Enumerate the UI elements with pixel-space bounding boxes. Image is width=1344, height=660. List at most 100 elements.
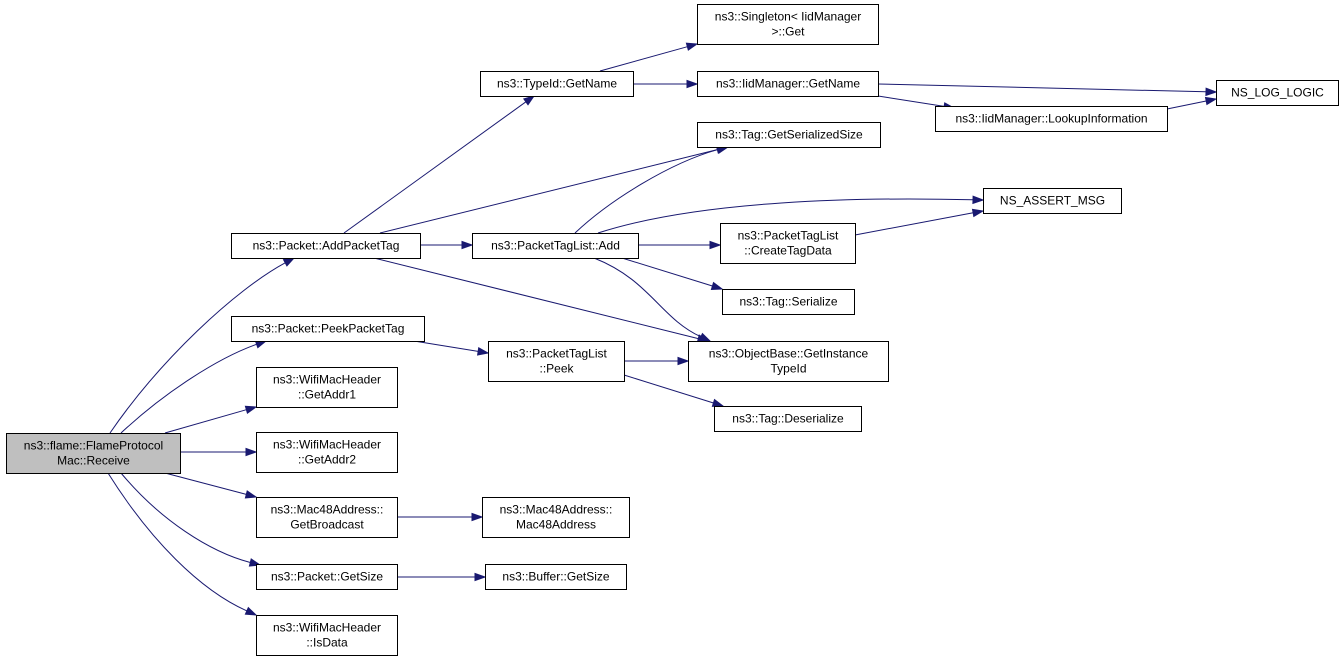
node-getAddr1[interactable]: ns3::WifiMacHeader::GetAddr1 [256,367,398,408]
node-tagGetSerializedSize[interactable]: ns3::Tag::GetSerializedSize [697,122,881,148]
node-tagDeserialize[interactable]: ns3::Tag::Deserialize [714,406,862,432]
edge-line [597,198,974,234]
node-label: ns3::Mac48Address:: [500,503,613,517]
node-box [485,564,627,590]
node-isData[interactable]: ns3::WifiMacHeader::IsData [256,615,398,656]
edge-line [593,257,702,338]
edge-arrowhead [244,405,258,415]
node-box [256,367,398,408]
node-packetGetSize[interactable]: ns3::Packet::GetSize [256,564,398,590]
node-box [231,316,425,342]
node-label: ns3::Singleton< IidManager [715,10,861,24]
node-label: NS_ASSERT_MSG [1000,194,1105,208]
node-label: ns3::TypeId::GetName [497,77,617,91]
node-box [697,71,879,97]
node-box [231,233,421,259]
node-label: ns3::Mac48Address:: [271,503,384,517]
edge-arrowhead [709,240,722,250]
node-label: ::Peek [539,362,574,376]
edge-line [373,257,699,340]
edge-arrowhead [245,447,258,457]
edge-arrowhead [471,512,484,522]
edge-line [574,149,718,234]
node-label: ns3::Tag::Deserialize [732,412,844,426]
node-label: ns3::Packet::GetSize [271,570,383,584]
node-box [720,223,856,264]
node-createTagData[interactable]: ns3::PacketTagList::CreateTagData [720,223,856,264]
node-getBroadcast[interactable]: ns3::Mac48Address::GetBroadcast [256,497,398,538]
node-label: ::CreateTagData [744,244,832,258]
node-label: GetBroadcast [290,518,364,532]
node-addPacketTag[interactable]: ns3::Packet::AddPacketTag [231,233,421,259]
edge-line [599,46,688,72]
edge-line [164,409,247,434]
node-label: ns3::Tag::Serialize [739,295,837,309]
edge-receive-to-getAddr2 [180,447,258,457]
node-ptlPeek[interactable]: ns3::PacketTagList::Peek [488,341,625,382]
node-box [983,188,1122,214]
edge-arrowhead [1205,87,1218,97]
node-nsLogLogic[interactable]: NS_LOG_LOGIC [1216,80,1339,106]
node-getAddr2[interactable]: ns3::WifiMacHeader::GetAddr2 [256,432,398,473]
edge-ptlPeek-to-getInstanceTypeId [624,356,690,366]
node-box [482,497,630,538]
edge-arrowhead [474,572,487,582]
node-box [935,106,1168,132]
edge-arrowhead [971,208,985,218]
node-tagSerialize[interactable]: ns3::Tag::Serialize [722,289,855,315]
node-iidGetName[interactable]: ns3::IidManager::GetName [697,71,879,97]
edge-arrowhead [972,195,985,205]
node-box [256,432,398,473]
node-peekPacketTag[interactable]: ns3::Packet::PeekPacketTag [231,316,425,342]
node-label: ns3::IidManager::GetName [716,77,860,91]
node-singletonGet[interactable]: ns3::Singleton< IidManager >::Get [697,4,879,45]
edge-line [413,340,479,352]
node-box [1216,80,1339,106]
edge-ptlAdd-to-createTagData [638,240,722,250]
node-ptlAdd[interactable]: ns3::PacketTagList::Add [472,233,639,259]
edge-line [107,472,248,612]
edge-receive-to-packetGetSize [120,472,262,567]
edge-arrowhead [522,95,536,106]
node-label: ::GetAddr1 [298,388,356,402]
edge-arrowhead [1204,96,1218,106]
edge-line [621,257,713,287]
edge-arrowhead [244,490,258,499]
node-label: ::IsData [306,636,348,650]
node-label: ns3::IidManager::LookupInformation [955,112,1147,126]
edge-line [623,374,714,404]
edge-arrowhead [710,281,724,291]
edge-addPacketTag-to-ptlAdd [420,240,474,250]
node-box [472,233,639,259]
edge-line [109,262,286,434]
node-label: ns3::Tag::GetSerializedSize [715,128,863,142]
edge-arrowhead [685,42,699,51]
edge-arrowhead [677,356,690,366]
node-label: >::Get [771,25,805,39]
node-box [714,406,862,432]
edge-line [877,95,945,107]
edge-ptlAdd-to-tagSerialize [621,257,724,291]
node-box [688,341,889,382]
node-nsAssertMsg[interactable]: NS_ASSERT_MSG [983,188,1122,214]
node-lookupInformation[interactable]: ns3::IidManager::LookupInformation [935,106,1168,132]
node-box [256,564,398,590]
edge-arrowhead [698,332,712,342]
edge-line [379,148,719,234]
node-bufferGetSize[interactable]: ns3::Buffer::GetSize [485,564,627,590]
node-label: ns3::flame::FlameProtocol [24,439,163,453]
node-label: ::GetAddr2 [298,453,356,467]
edge-line [854,212,974,236]
node-box [480,71,634,97]
node-mac48Ctor[interactable]: ns3::Mac48Address::Mac48Address [482,497,630,538]
node-box [722,289,855,315]
edge-line [120,472,251,563]
edge-arrowhead [476,347,490,356]
node-label: ns3::Packet::PeekPacketTag [252,322,405,336]
edge-arrowhead [711,398,725,407]
edge-arrowhead [686,79,699,89]
node-typeIdGetName[interactable]: ns3::TypeId::GetName [480,71,634,97]
node-label: ns3::PacketTagList [738,229,839,243]
